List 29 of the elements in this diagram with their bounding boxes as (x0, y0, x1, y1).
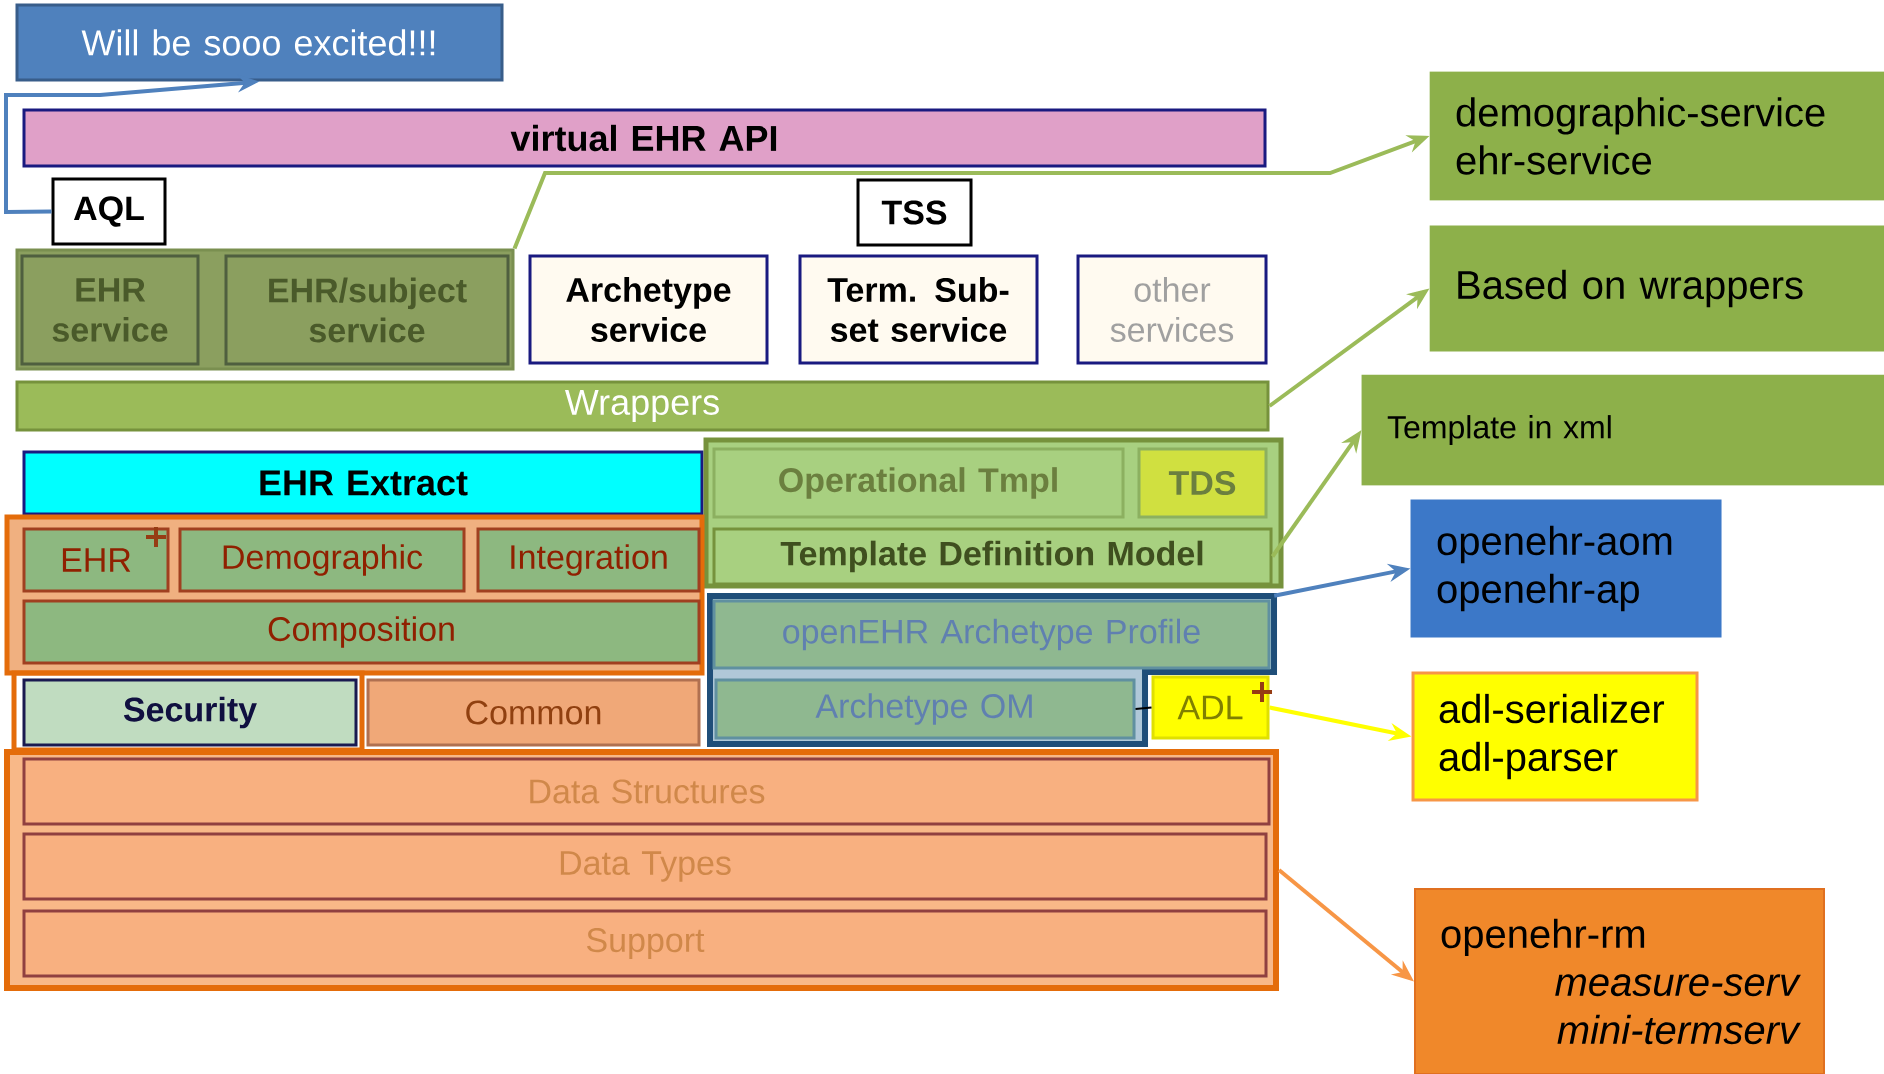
note-box: adl-serializer adl-parser (1411, 671, 1699, 802)
layer-box: other services (1076, 254, 1268, 365)
layer-box: EHR/subject service (224, 254, 510, 366)
note-box: openehr-rm measure-serv mini-termserv (1414, 888, 1825, 1074)
layer-box: TDS (1137, 447, 1268, 519)
note-box: Based on wrappers (1429, 225, 1884, 352)
layer-box: Security (11, 670, 365, 753)
callout-box: Will be sooo excited!!! (15, 3, 504, 82)
note-box: demographic-service ehr-service (1429, 71, 1884, 201)
label-box: TSS (856, 178, 973, 247)
note-box: Template in xml (1361, 374, 1884, 486)
layer-box: EHR service (20, 254, 200, 366)
layer-box: EHR Extract (22, 450, 704, 516)
layer-box: virtual EHR API (22, 108, 1267, 168)
layer-box: Term. Sub-set service (798, 254, 1039, 365)
layer-box: Archetype service (528, 254, 769, 365)
layer-box: Composition (22, 599, 701, 665)
layer-box: Integration (476, 527, 701, 593)
layer-box: ADL (1151, 675, 1270, 740)
layer-box: Operational Tmpl (712, 447, 1125, 519)
layer-box: Wrappers (15, 380, 1270, 432)
label-box: AQL (51, 177, 167, 246)
layer-box: Common (366, 678, 701, 747)
layer-box: Template Definition Model (712, 527, 1273, 586)
layer-box: openEHR Archetype Profile (712, 599, 1271, 670)
layer-box: EHR (22, 527, 170, 593)
layer-box: Archetype OM (714, 678, 1136, 740)
layer-box: Demographic (178, 527, 466, 593)
note-box: openehr-aom openehr-ap (1410, 499, 1722, 638)
